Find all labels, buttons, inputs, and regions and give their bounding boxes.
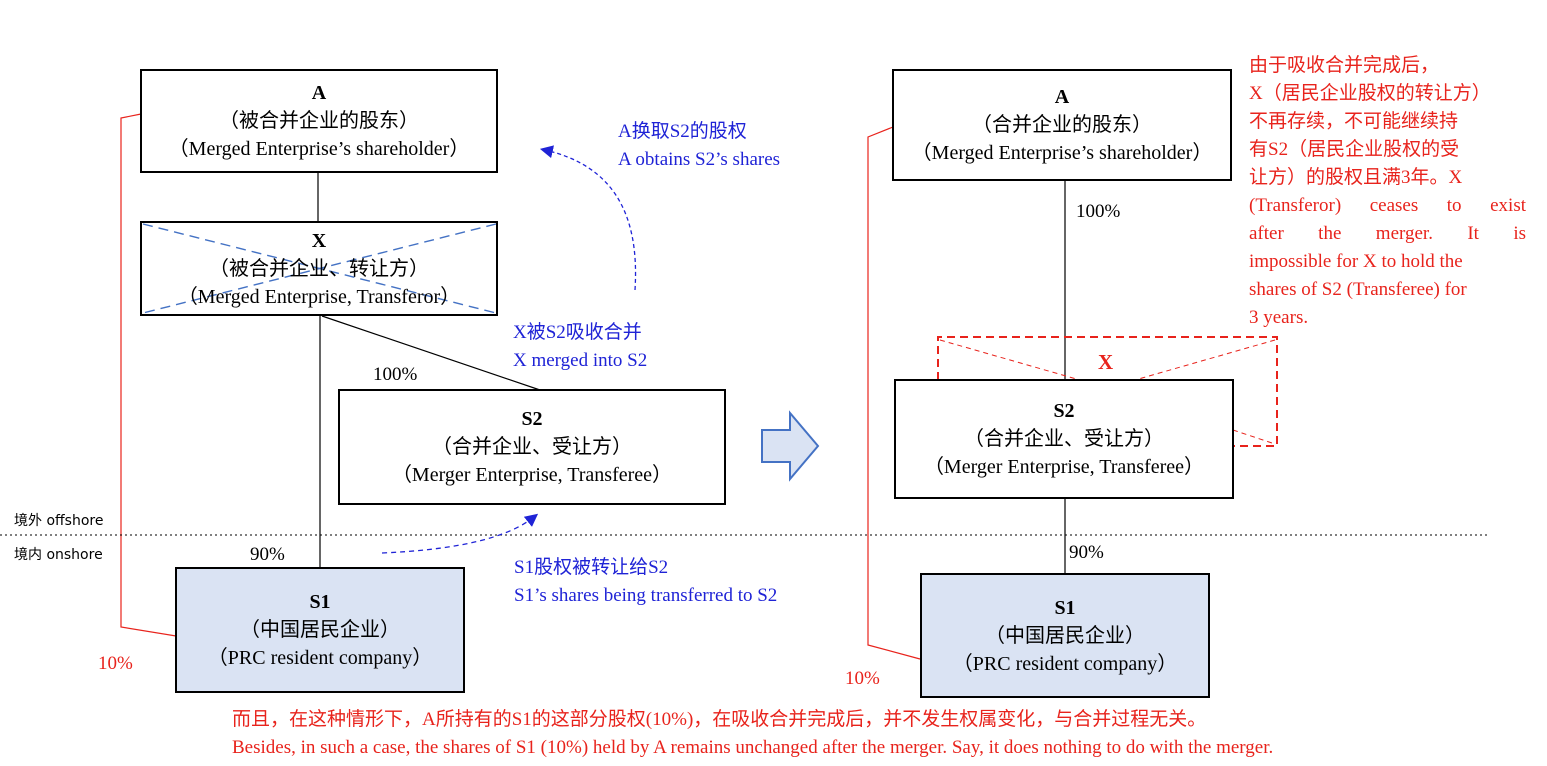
cross-line-2 (142, 223, 497, 314)
offshore-label: 境外 offshore (14, 513, 104, 529)
annotation-merge-cn: X被S2吸收合并 (513, 322, 642, 343)
node-line-en: （Merger Enterprise, Transferee） (923, 456, 1205, 478)
node-line-en: （Merger Enterprise, Transferee） (391, 464, 673, 486)
right-node-s1: S1 （中国居民企业） （PRC resident company） (920, 573, 1210, 698)
line-x-s2 (321, 315, 541, 391)
annotation-obtain-cn: A换取S2的股权 (618, 121, 747, 142)
node-line-en: （PRC resident company） (207, 647, 433, 669)
bottom-note-en: Besides, in such a case, the shares of S… (232, 737, 1274, 758)
note-line: 不再存续，不可能继续持 (1249, 111, 1459, 132)
node-line-en: （Merged Enterprise’s shareholder） (911, 142, 1213, 164)
pct-a-s1: 10% (98, 653, 133, 674)
removed-x-label: X (1098, 350, 1114, 374)
note-line: 让方）的股权且满3年。X (1249, 167, 1463, 188)
note-line: impossible for X to hold the (1249, 251, 1463, 272)
node-line-cn: （被合并企业的股东） (219, 110, 419, 132)
annotation-merge-en: X merged into S2 (513, 350, 648, 371)
line-right-a-s1-red (867, 126, 921, 660)
left-node-x: X （被合并企业、转让方） （Merged Enterprise, Transf… (140, 221, 498, 316)
pct-x-s2: 100% (373, 364, 418, 385)
pct-right-a-s1: 10% (845, 668, 880, 689)
node-title: S2 (1053, 400, 1075, 422)
node-title: A (1054, 86, 1070, 108)
node-line-cn: （中国居民企业） (240, 619, 400, 641)
removed-x-outline (937, 336, 1278, 447)
node-title: X (311, 229, 327, 252)
annotation-obtain-en: A obtains S2’s shares (618, 149, 781, 170)
node-title: S1 (309, 591, 331, 613)
node-line-en: （PRC resident company） (952, 652, 1178, 675)
note-line: after the merger. It is (1249, 223, 1526, 244)
node-title: S1 (1054, 596, 1076, 619)
note-line: X（居民企业股权的转让方） (1249, 83, 1491, 104)
removed-x-line-3 (1232, 429, 1276, 445)
right-node-s2: S2 （合并企业、受让方） （Merger Enterprise, Transf… (894, 379, 1234, 499)
left-node-s1: S1 （中国居民企业） （PRC resident company） (175, 567, 465, 693)
onshore-label: 境内 onshore (14, 547, 103, 563)
note-line: shares of S2 (Transferee) for (1249, 279, 1467, 300)
arrow-obtain-shares (539, 145, 637, 291)
left-node-a: A （被合并企业的股东） （Merged Enterprise’s shareh… (140, 69, 498, 173)
right-explanation-note: 由于吸收合并完成后， X（居民企业股权的转让方） 不再存续，不可能继续持 有S2… (1249, 52, 1526, 332)
node-line-cn: （合并企业、受让方） (432, 436, 632, 458)
node-line-en: （Merged Enterprise, Transferor） (177, 285, 461, 308)
node-line-cn: （被合并企业、转让方） (209, 257, 429, 280)
note-line: 有S2（居民企业股权的受 (1249, 139, 1460, 160)
note-line: (Transferor) ceases to exist (1249, 195, 1526, 216)
node-line-cn: （合并企业的股东） (972, 114, 1152, 136)
node-line-cn: （合并企业、受让方） (964, 428, 1164, 450)
bottom-note-cn: 而且，在这种情形下，A所持有的S1的这部分股权(10%)，在吸收合并完成后，并不… (232, 709, 1207, 730)
line-a-s1-red (120, 113, 177, 637)
arrow-transfer-shares (381, 513, 539, 554)
note-line: 由于吸收合并完成后， (1249, 55, 1440, 76)
pct-x-s1: 90% (250, 544, 285, 565)
annotation-transfer-en: S1’s shares being transferred to S2 (514, 585, 778, 606)
node-title: S2 (521, 408, 543, 430)
node-line-en: （Merged Enterprise’s shareholder） (168, 138, 470, 160)
bottom-note: 而且，在这种情形下，A所持有的S1的这部分股权(10%)，在吸收合并完成后，并不… (232, 706, 1273, 762)
transition-arrow-icon (761, 410, 820, 482)
right-node-a: A （合并企业的股东） （Merged Enterprise’s shareho… (892, 69, 1232, 181)
node-title: A (311, 82, 327, 104)
node-line-cn: （中国居民企业） (985, 624, 1145, 647)
pct-right-a-s2: 100% (1076, 201, 1121, 222)
removed-x-line-2 (1134, 339, 1276, 381)
left-node-s2: S2 （合并企业、受让方） （Merger Enterprise, Transf… (338, 389, 726, 505)
pct-right-s2-s1: 90% (1069, 542, 1104, 563)
note-line: 3 years. (1249, 307, 1309, 328)
annotation-transfer-cn: S1股权被转让给S2 (514, 557, 669, 578)
removed-x-line-1 (939, 339, 1081, 381)
